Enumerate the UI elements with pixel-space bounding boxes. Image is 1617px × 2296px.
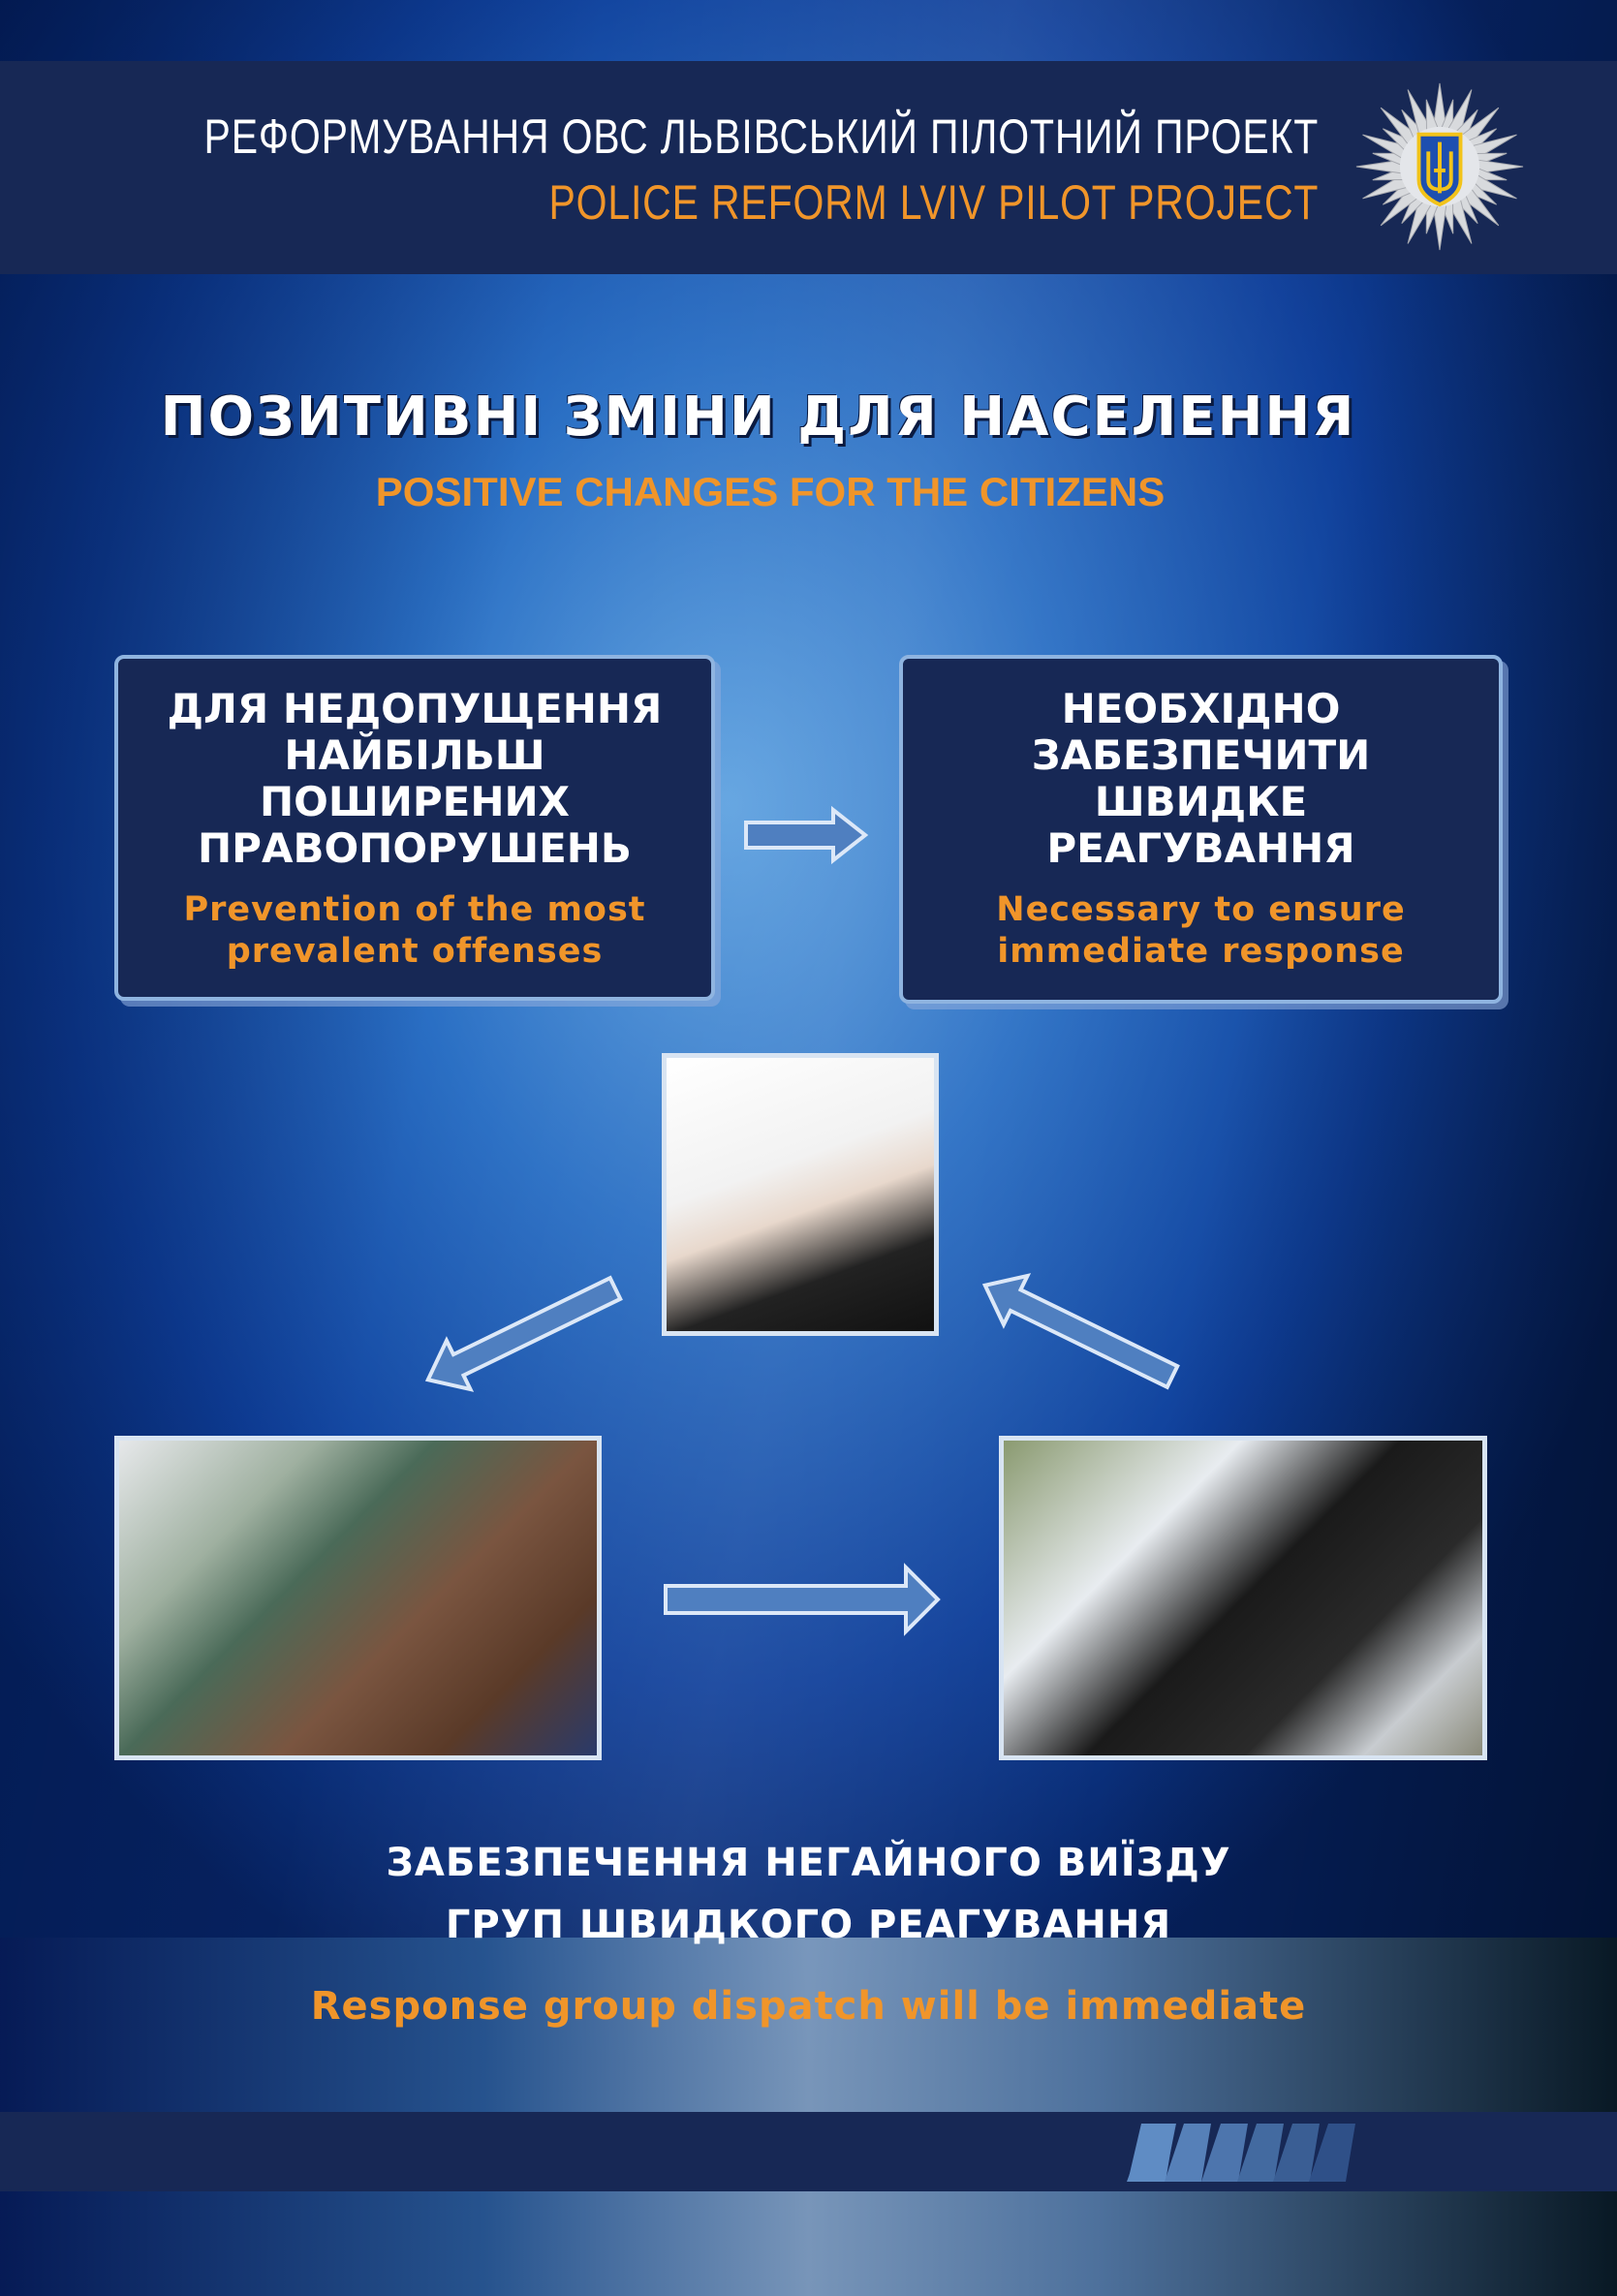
page-title: ПОЗИТИВНІ ЗМІНИ ДЛЯ НАСЕЛЕННЯ bbox=[160, 386, 1356, 449]
bottom-text-line2: ГРУП ШВИДКОГО РЕАГУВАННЯ bbox=[445, 1903, 1172, 1947]
page-subtitle: POSITIVE CHANGES FOR THE CITIZENS bbox=[375, 469, 1166, 514]
box-text: ПРАВОПОРУШЕНЬ bbox=[198, 824, 632, 872]
arrow-right-icon bbox=[744, 805, 869, 865]
box-text-en: prevalent offenses bbox=[226, 932, 604, 971]
woman-calling-photo bbox=[662, 1053, 939, 1336]
box-text: ЗАБЕЗПЕЧИТИ bbox=[1031, 731, 1371, 779]
arrow-down-left-icon bbox=[424, 1275, 623, 1392]
box-text: НЕОБХІДНО bbox=[1061, 685, 1341, 732]
arrow-right-icon bbox=[664, 1563, 941, 1636]
bottom-text-en: Response group dispatch will be immediat… bbox=[310, 1984, 1307, 2029]
box-text: РЕАГУВАННЯ bbox=[1046, 824, 1355, 872]
header-title-ua: РЕФОРМУВАННЯ ОВС ЛЬВІВСЬКИЙ ПІЛОТНИЙ ПРО… bbox=[203, 109, 1319, 164]
box-text-en: immediate response bbox=[997, 932, 1405, 971]
box-text: ШВИДКЕ bbox=[1094, 778, 1308, 825]
arrow-up-left-icon bbox=[981, 1273, 1180, 1390]
header-title-en: POLICE REFORM LVIV PILOT PROJECT bbox=[548, 175, 1319, 230]
header-band bbox=[0, 61, 1617, 274]
box-text: ДЛЯ НЕДОПУЩЕННЯ bbox=[167, 685, 663, 732]
bottom-text-line1: ЗАБЕЗПЕЧЕННЯ НЕГАЙНОГО ВИЇЗДУ bbox=[386, 1841, 1231, 1885]
box-text: НАЙБІЛЬШ bbox=[284, 731, 545, 779]
box-text-en: Necessary to ensure bbox=[996, 890, 1406, 929]
box-text: ПОШИРЕНИХ bbox=[259, 778, 571, 825]
dispatcher-photo bbox=[114, 1436, 602, 1760]
decorative-stripes bbox=[1127, 2124, 1355, 2182]
police-patrol-photo bbox=[999, 1436, 1487, 1760]
police-emblem-icon: (function(){var g=document.getElementByI… bbox=[1355, 82, 1524, 251]
box-text-en: Prevention of the most bbox=[183, 890, 646, 929]
